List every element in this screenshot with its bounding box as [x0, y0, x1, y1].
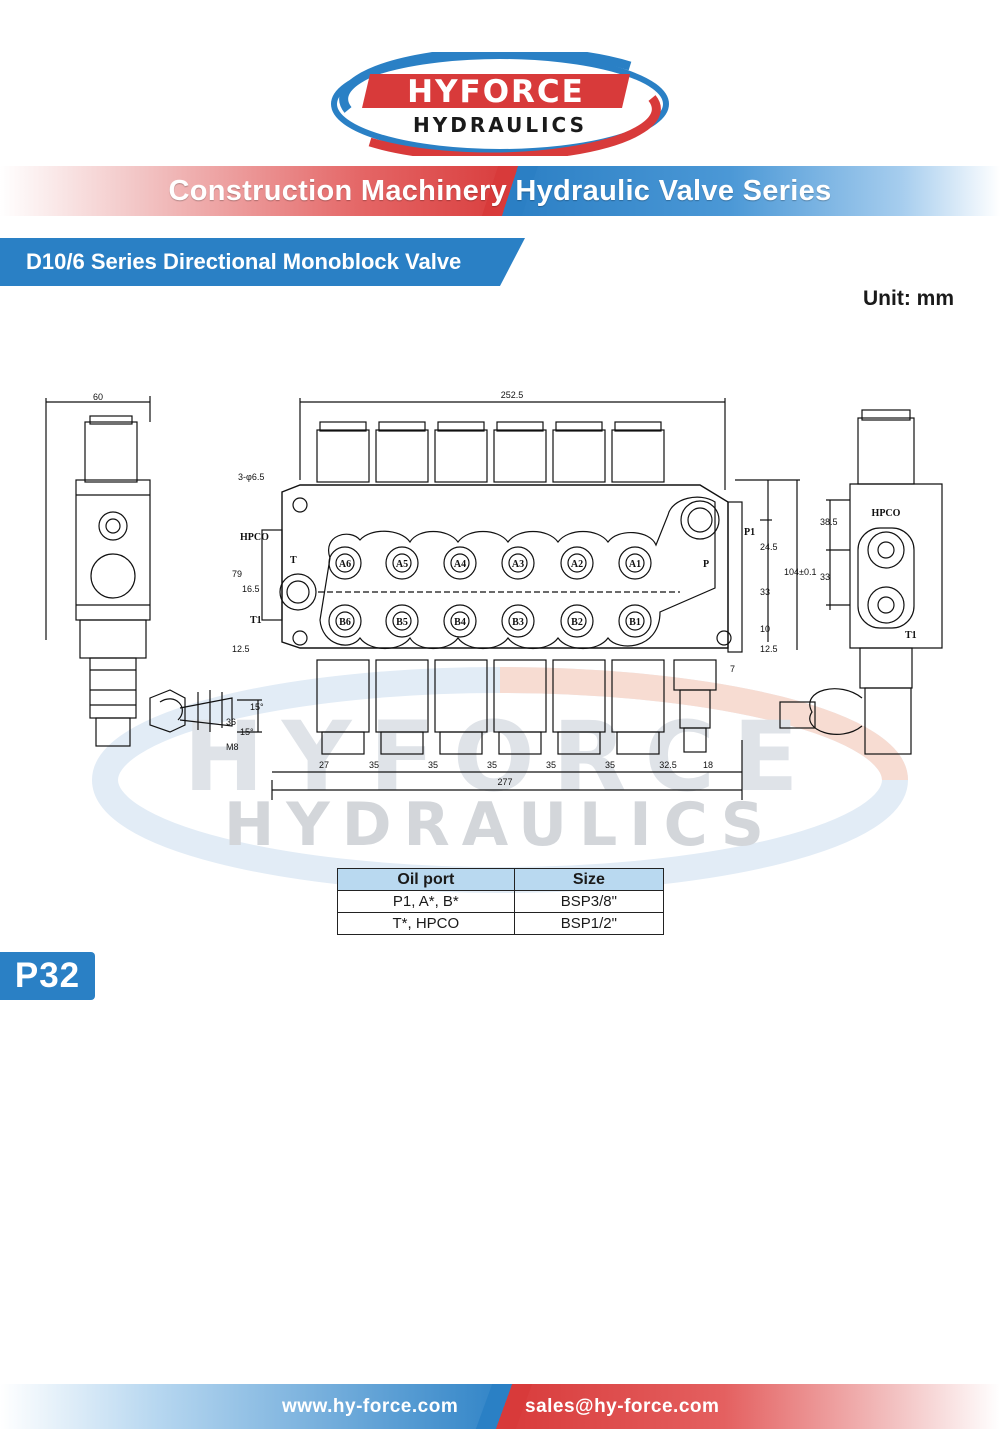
spool-housings-bottom — [316, 659, 665, 755]
port-b1: B1 — [629, 617, 641, 628]
dim-277: 277 — [497, 777, 512, 787]
watermark-text-2: HYDRAULICS — [224, 790, 776, 860]
port-a6: A6 — [339, 559, 351, 570]
label-p: P — [703, 559, 709, 570]
unit-label: Unit: mm — [863, 287, 954, 310]
product-title: D10/6 Series Directional Monoblock Valve — [26, 249, 462, 274]
dim-pitch-4: 35 — [546, 760, 556, 770]
port-b4: B4 — [454, 617, 466, 628]
port-a4: A4 — [454, 559, 466, 570]
header-oil-port: Oil port — [337, 868, 515, 891]
port-a2: A2 — [571, 559, 583, 570]
footer-email-link[interactable]: sales@hy-force.com — [525, 1396, 720, 1417]
hyforce-logo: HYFORCE HYDRAULICS — [330, 46, 670, 162]
dim-38-5: 38.5 — [820, 517, 838, 527]
dim-overall-length: 252.5 — [501, 390, 524, 400]
header-size: Size — [513, 868, 665, 891]
spool-handles-top — [316, 421, 665, 483]
dim-36: 36 — [226, 717, 236, 727]
technical-drawing: HYFORCE HYDRAULICS — [0, 380, 1000, 900]
footer-website-link[interactable]: www.hy-force.com — [282, 1396, 459, 1417]
port-b5: B5 — [396, 617, 408, 628]
port-b6: B6 — [339, 617, 351, 628]
label-hpco-side: HPCO — [872, 508, 901, 519]
left-side-view — [45, 396, 262, 747]
logo-text-hydraulics: HYDRAULICS — [413, 113, 587, 137]
label-p1: P1 — [744, 527, 755, 538]
table-header-row: Oil port Size — [337, 868, 665, 891]
dim-24-5: 24.5 — [760, 542, 778, 552]
dim-pitch-2: 35 — [428, 760, 438, 770]
front-view — [261, 398, 743, 800]
label-t1-side: T1 — [905, 630, 917, 641]
dim-32-5: 32.5 — [659, 760, 677, 770]
dim-side-width: 60 — [93, 392, 103, 402]
port-b3: B3 — [512, 617, 524, 628]
dim-holes: 3-φ6.5 — [238, 472, 264, 482]
footer: www.hy-force.com sales@hy-force.com — [0, 1384, 1000, 1429]
cell-port: T*, HPCO — [337, 912, 515, 935]
port-a5: A5 — [396, 559, 408, 570]
label-hpco: HPCO — [240, 532, 269, 543]
cell-size: BSP1/2" — [513, 912, 665, 935]
dim-pitch-3: 35 — [487, 760, 497, 770]
dim-m8: M8 — [226, 742, 239, 752]
page-number: P32 — [0, 952, 95, 1000]
series-banner: Construction Machinery Hydraulic Valve S… — [0, 166, 1000, 216]
dim-pitch-5: 35 — [605, 760, 615, 770]
dim-12-5-right: 12.5 — [760, 644, 778, 654]
series-title: Construction Machinery Hydraulic Valve S… — [168, 175, 832, 207]
watermark: HYFORCE HYDRAULICS — [92, 667, 908, 893]
label-t1: T1 — [250, 615, 262, 626]
right-side-view — [735, 409, 943, 755]
port-b2: B2 — [571, 617, 583, 628]
dim-12-5-left: 12.5 — [232, 644, 250, 654]
dim-angle-15a: 15° — [250, 702, 264, 712]
dim-16-5: 16.5 — [242, 584, 260, 594]
cell-port: P1, A*, B* — [337, 890, 515, 913]
port-a3: A3 — [512, 559, 524, 570]
dim-33-side: 33 — [820, 572, 830, 582]
dim-18: 18 — [703, 760, 713, 770]
dim-angle-15b: 15° — [240, 727, 254, 737]
dim-pitch-1: 35 — [369, 760, 379, 770]
dim-7: 7 — [730, 664, 735, 674]
dim-height-79: 79 — [232, 569, 242, 579]
table-row: P1, A*, B* BSP3/8" — [337, 890, 665, 913]
dim-10: 10 — [760, 624, 770, 634]
label-t: T — [290, 555, 297, 566]
cell-size: BSP3/8" — [513, 890, 665, 913]
dim-104: 104±0.1 — [784, 567, 816, 577]
watermark-text-1: HYFORCE — [184, 701, 817, 813]
product-banner: D10/6 Series Directional Monoblock Valve — [0, 238, 525, 286]
port-a1: A1 — [629, 559, 641, 570]
dim-33-front: 33 — [760, 587, 770, 597]
oil-port-table: Oil port Size P1, A*, B* BSP3/8" T*, HPC… — [337, 868, 665, 935]
table-row: T*, HPCO BSP1/2" — [337, 912, 665, 935]
logo-text-hyforce: HYFORCE — [407, 74, 585, 110]
dim-27: 27 — [319, 760, 329, 770]
